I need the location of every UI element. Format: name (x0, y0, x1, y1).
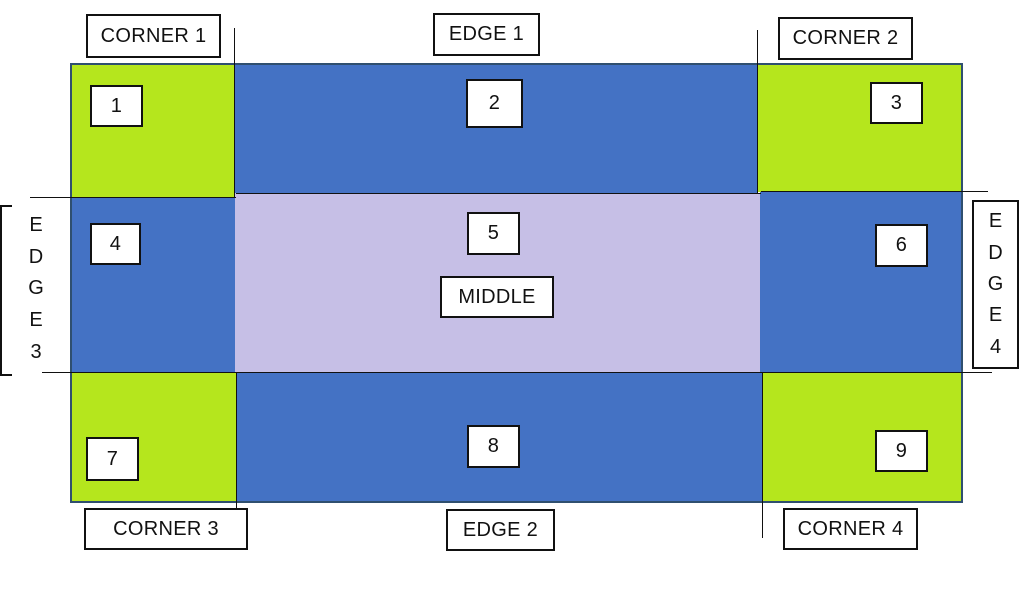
divider-line (42, 372, 992, 373)
edge-3-bracket (0, 205, 12, 376)
number-box-9: 9 (875, 430, 928, 472)
edge-4-letter: G (987, 272, 1004, 295)
cell-corner-top-left (70, 63, 235, 198)
label-middle: MIDDLE (440, 276, 554, 318)
cell-corner-bottom-right (762, 372, 963, 503)
edge-4-letter: D (988, 241, 1003, 264)
divider-line (236, 193, 761, 194)
label-edge-3: E D G E 3 (14, 205, 58, 373)
label-corner-4: CORNER 4 (783, 508, 918, 550)
edge-3-letter: G (28, 277, 44, 300)
number-box-8: 8 (467, 425, 520, 468)
cell-edge-right (760, 192, 963, 372)
label-corner-3: CORNER 3 (84, 508, 248, 550)
edge-3-letter: D (28, 245, 44, 268)
label-corner-1: CORNER 1 (86, 14, 221, 58)
edge-3-letter: 3 (30, 341, 42, 364)
divider-line (762, 372, 763, 538)
number-box-1: 1 (90, 85, 143, 127)
number-box-2: 2 (466, 79, 523, 128)
cell-corner-top-right (758, 63, 963, 192)
number-box-3: 3 (870, 82, 923, 124)
number-box-6: 6 (875, 224, 928, 267)
edge-3-letter: E (29, 309, 43, 332)
label-corner-2: CORNER 2 (778, 17, 913, 60)
divider-line (761, 191, 988, 192)
label-edge-1: EDGE 1 (433, 13, 540, 56)
number-box-7: 7 (86, 437, 139, 481)
number-box-5: 5 (467, 212, 520, 255)
edge-4-letter: 4 (989, 335, 1002, 358)
divider-line (234, 28, 235, 198)
edge-4-letter: E (988, 210, 1003, 233)
edge-4-letter: E (988, 304, 1003, 327)
divider-line (30, 197, 236, 198)
number-box-4: 4 (90, 223, 141, 265)
edge-3-letter: E (29, 213, 43, 236)
divider-line (236, 372, 237, 542)
label-edge-4: E D G E 4 (972, 200, 1019, 369)
label-edge-2: EDGE 2 (446, 509, 555, 551)
divider-line (757, 30, 758, 193)
